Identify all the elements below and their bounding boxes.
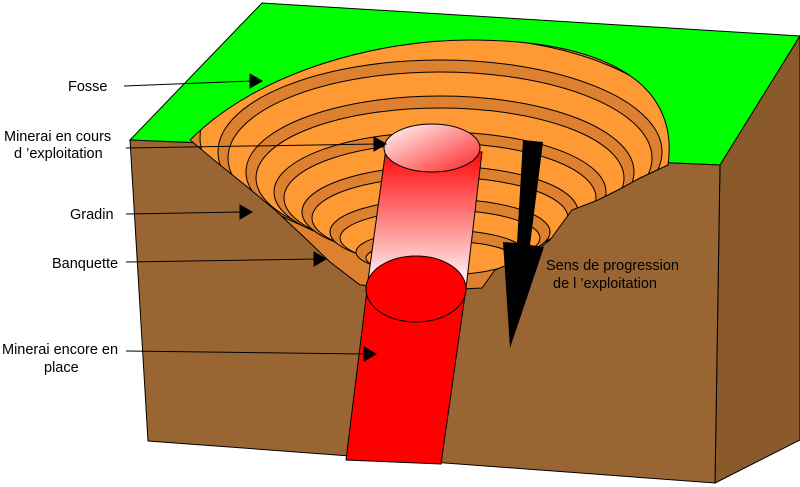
label-gradin: Gradin bbox=[70, 207, 114, 223]
leader-arrowhead-banquette bbox=[313, 251, 327, 267]
label-minerai-cours-line2: d ’exploitation bbox=[14, 146, 103, 162]
label-minerai-place-line2: place bbox=[44, 360, 79, 376]
label-sens-line1: Sens de progression bbox=[546, 258, 679, 274]
label-fosse: Fosse bbox=[68, 79, 108, 95]
ore-being-mined-bottom bbox=[365, 255, 467, 323]
label-sens-line2: de l ’exploitation bbox=[553, 276, 657, 292]
leader-arrowhead-gradin bbox=[239, 204, 253, 220]
label-minerai-cours-line1: Minerai en cours bbox=[4, 129, 111, 145]
label-banquette: Banquette bbox=[52, 256, 118, 272]
label-minerai-place-line1: Minerai encore en bbox=[2, 342, 118, 358]
leader-arrowhead-minerai-place bbox=[363, 346, 377, 362]
leader-arrowhead-minerai-cours bbox=[373, 136, 387, 152]
leader-arrowhead-fosse bbox=[249, 73, 263, 89]
leader-lines bbox=[123, 73, 387, 362]
ore-being-mined-top bbox=[383, 123, 481, 173]
progression-arrow-icon bbox=[503, 140, 544, 348]
